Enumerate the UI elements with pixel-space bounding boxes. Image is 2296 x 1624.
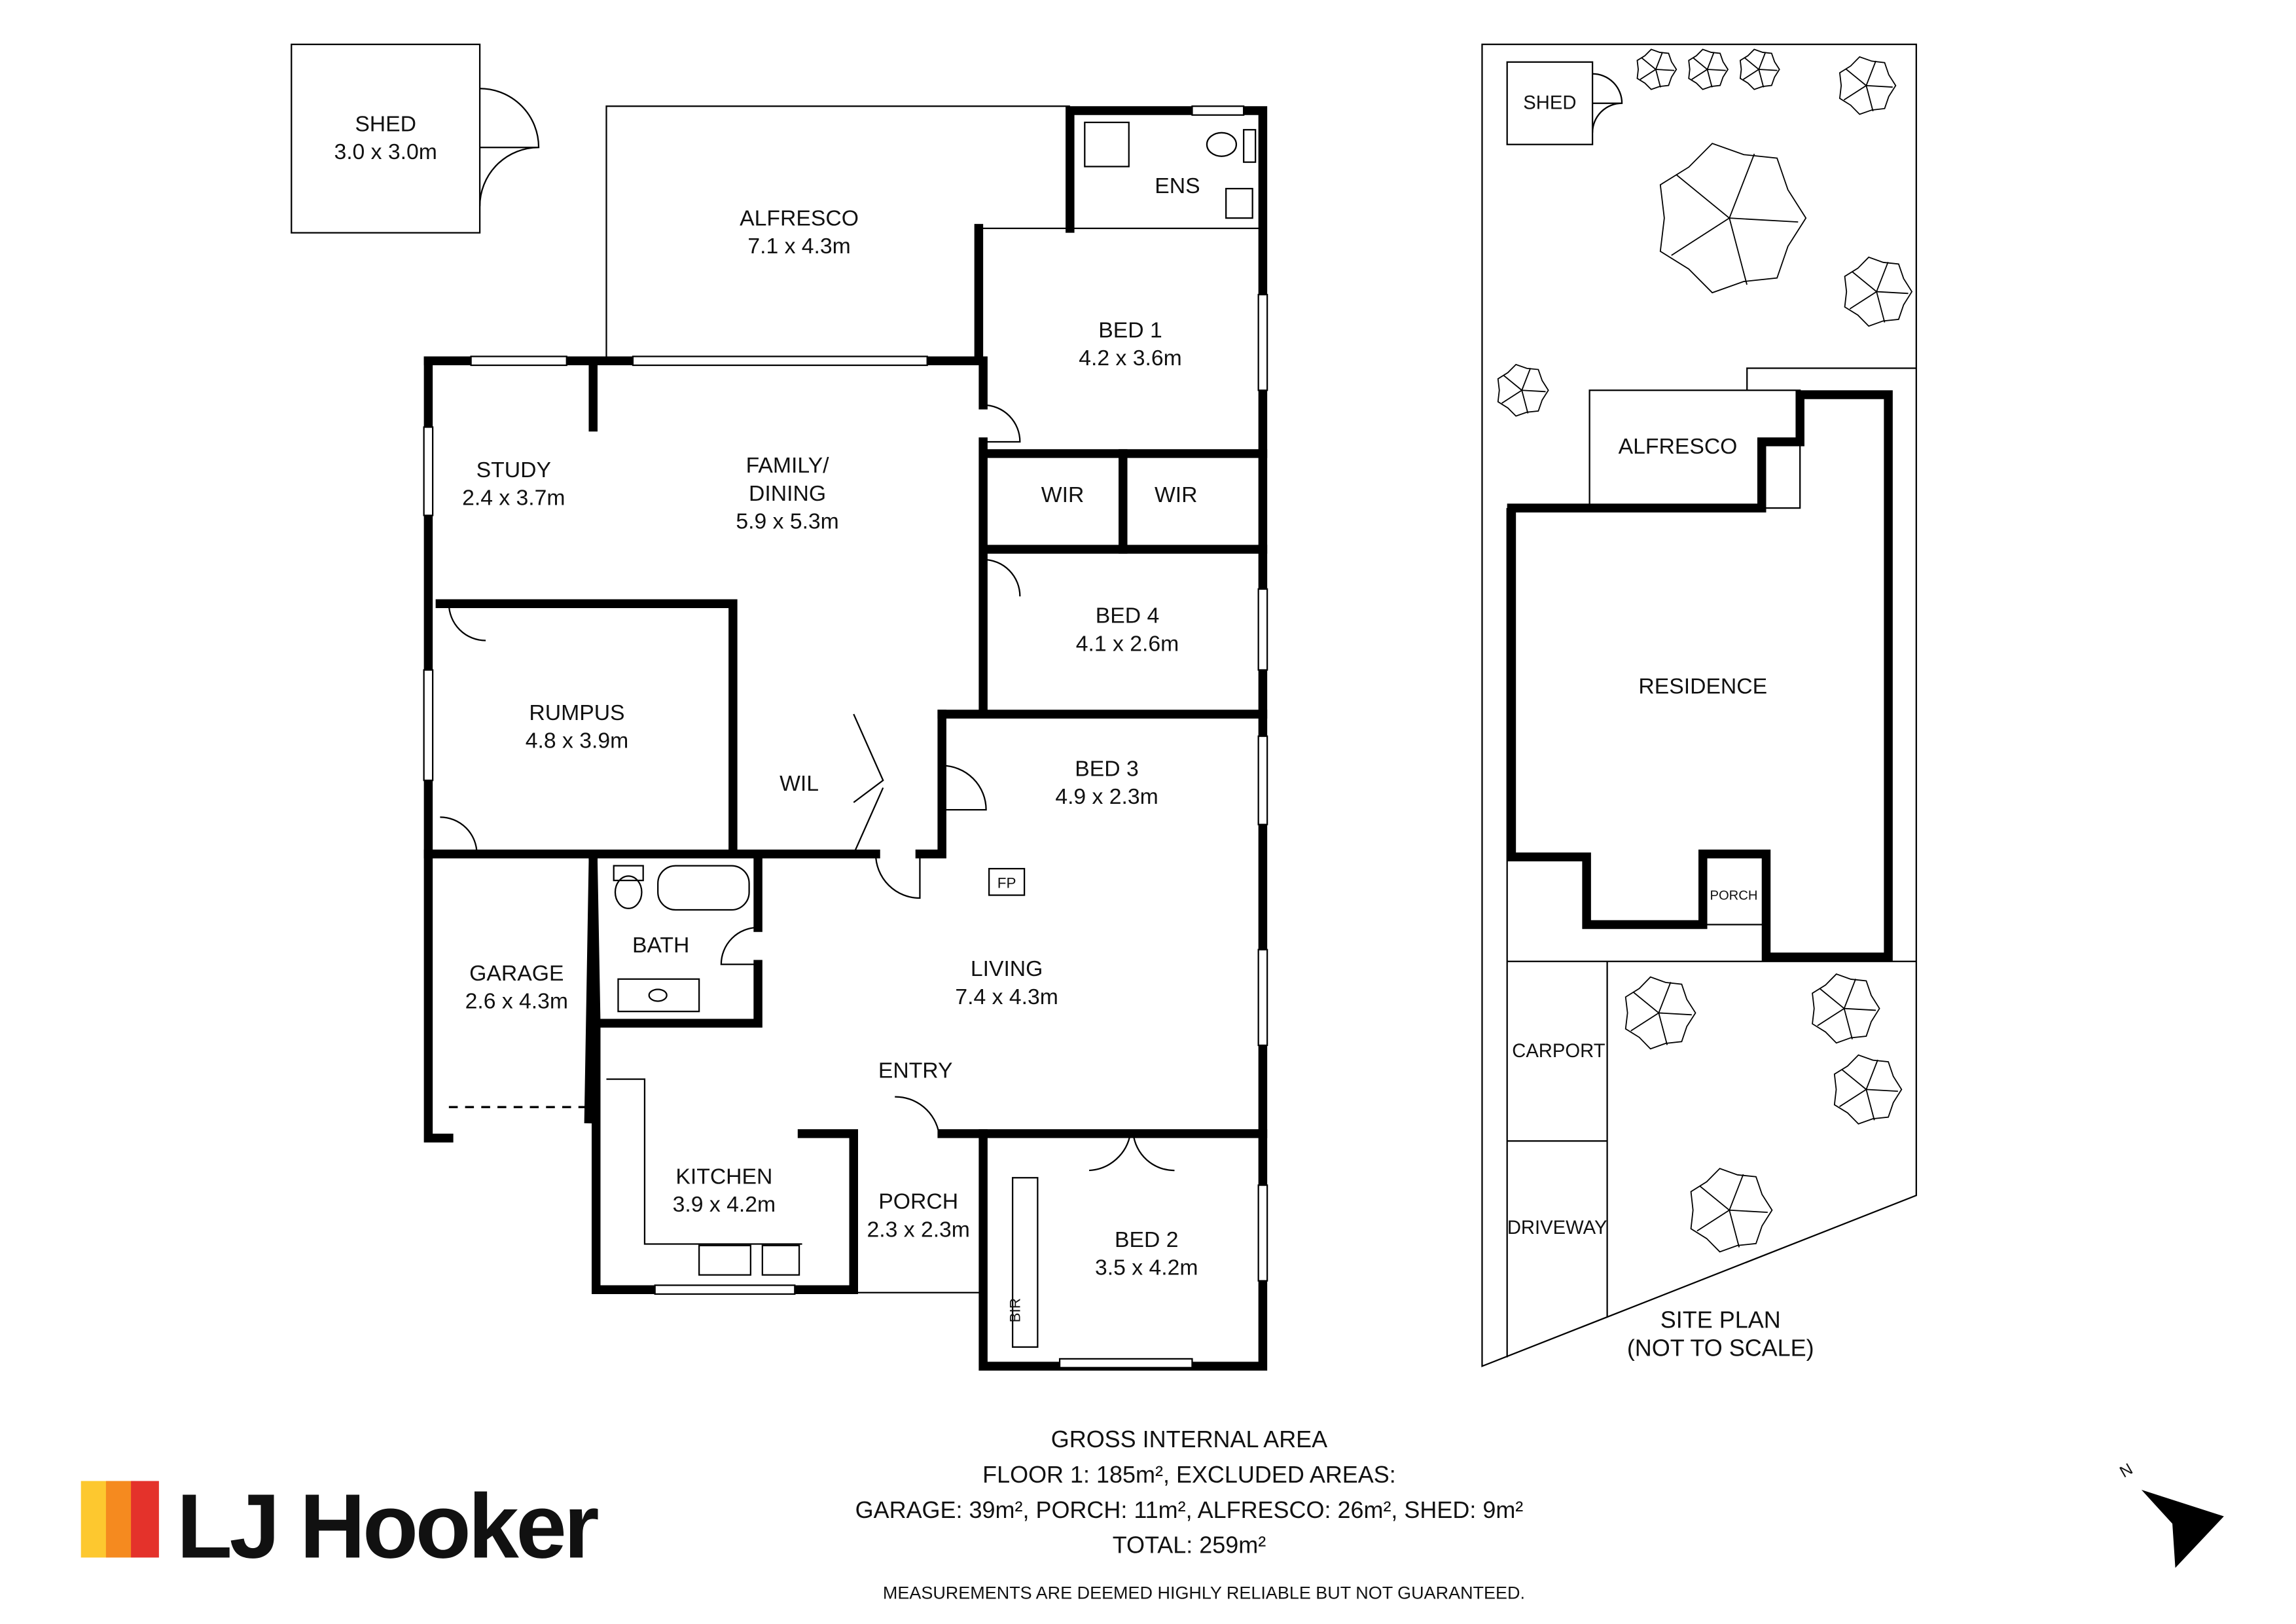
trees [1497,48,1913,1253]
area-total: TOTAL: 259m² [1113,1532,1266,1559]
room-bed4: BED 4 [1096,604,1159,628]
tree-icon [1497,363,1549,417]
room-ens: ENS [1155,173,1200,198]
area-floor1: FLOOR 1: 185m², EXCLUDED AREAS: [982,1461,1396,1488]
tree-icon [1659,143,1807,294]
room-study: STUDY [476,458,551,482]
area-excluded: GARAGE: 39m², PORCH: 11m², ALFRESCO: 26m… [855,1496,1524,1523]
svg-text:4.2 x 3.6m: 4.2 x 3.6m [1079,346,1181,370]
fireplace [988,867,1026,896]
svg-text:2.3 x 2.3m: 2.3 x 2.3m [867,1217,969,1242]
room-bath: BATH [632,933,689,958]
tree-icon [1690,1168,1773,1253]
tree-icon [1844,256,1913,327]
svg-text:5.9 x 5.3m: 5.9 x 5.3m [736,509,838,534]
svg-text:2.4 x 3.7m: 2.4 x 3.7m [462,486,565,511]
room-labels: SHED 3.0 x 3.0m ALFRESCO 7.1 x 4.3m ENS … [334,111,1200,1280]
brand-name: LJ Hooker [177,1475,598,1577]
room-bed1: BED 1 [1098,317,1162,342]
room-living: LIVING [971,956,1043,981]
north-arrow-icon: N [2117,1460,2224,1568]
tree-icon [1739,48,1780,90]
doors[interactable] [440,404,1175,1172]
svg-text:3.5 x 4.2m: 3.5 x 4.2m [1095,1255,1198,1280]
room-wir-2: WIR [1155,482,1198,507]
area-heading: GROSS INTERNAL AREA [1051,1426,1327,1453]
room-shed: SHED [355,111,416,136]
room-bed2: BED 2 [1115,1227,1178,1252]
svg-text:7.1 x 4.3m: 7.1 x 4.3m [747,234,850,259]
svg-text:3.0 x 3.0m: 3.0 x 3.0m [334,139,437,164]
disclaimer: MEASUREMENTS ARE DEEMED HIGHLY RELIABLE … [883,1583,1525,1602]
svg-text:4.9 x 2.3m: 4.9 x 2.3m [1055,784,1158,809]
tree-icon [1688,48,1729,90]
bir-label: BIR [1007,1298,1023,1322]
room-rumpus: RUMPUS [529,700,624,725]
windows [423,105,1268,1369]
svg-text:7.4 x 4.3m: 7.4 x 4.3m [955,984,1058,1009]
room-garage: GARAGE [469,961,564,986]
room-entry: ENTRY [878,1058,953,1083]
svg-text:4.8 x 3.9m: 4.8 x 3.9m [526,729,628,753]
site-shed: SHED [1523,93,1576,114]
room-wir-1: WIR [1041,482,1085,507]
room-porch: PORCH [878,1189,958,1214]
room-family: FAMILY/ [746,453,829,478]
site-plan-subtitle: (NOT TO SCALE) [1627,1334,1814,1361]
tree-icon [1839,56,1897,115]
tree-icon [1812,973,1880,1044]
tree-icon [1624,976,1696,1050]
tree-icon [1636,48,1677,90]
tree-icon [1833,1054,1903,1125]
room-alfresco: ALFRESCO [740,206,859,230]
site-plan: SHED ALFRESCO RESIDENCE PORCH CARPORT DR… [1481,43,1917,1367]
site-alfresco: ALFRESCO [1619,434,1738,459]
fixtures [606,121,1257,1348]
svg-text:4.1 x 2.6m: 4.1 x 2.6m [1076,631,1179,656]
site-carport: CARPORT [1512,1041,1605,1062]
room-bed3: BED 3 [1075,756,1138,781]
svg-text:3.9 x 4.2m: 3.9 x 4.2m [673,1192,776,1217]
site-driveway: DRIVEWAY [1507,1218,1607,1238]
room-kitchen: KITCHEN [675,1164,772,1189]
walls [423,106,1268,1371]
room-wil: WIL [780,771,819,796]
alfresco-outline [605,105,1070,361]
svg-text:2.6 x 4.3m: 2.6 x 4.3m [465,989,568,1014]
site-residence: RESIDENCE [1638,674,1767,698]
svg-text:N: N [2117,1460,2136,1481]
fp-label: FP [997,875,1016,891]
site-porch: PORCH [1710,888,1757,903]
area-summary: GROSS INTERNAL AREA FLOOR 1: 185m², EXCL… [855,1426,1525,1603]
shed-structure [291,43,540,234]
lj-hooker-logo: LJ Hooker [81,1475,601,1577]
svg-text:DINING: DINING [749,481,826,506]
site-plan-title: SITE PLAN [1660,1307,1781,1333]
